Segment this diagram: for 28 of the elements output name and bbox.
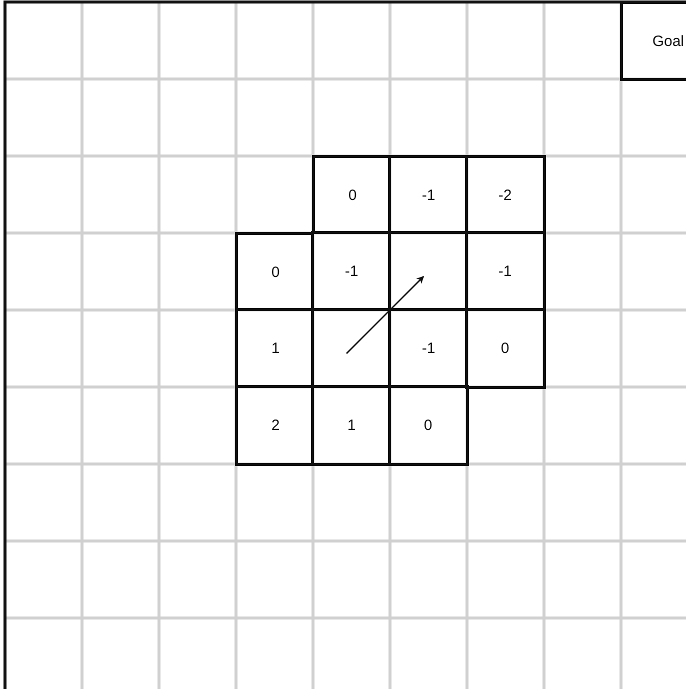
cell-value: -1	[422, 187, 436, 204]
cell-value: 0	[271, 264, 280, 281]
cell-value: 0	[424, 416, 432, 434]
empty-cell	[388, 231, 468, 311]
grid-cell	[235, 308, 314, 388]
cell-value: -1	[422, 340, 436, 357]
grid-cell	[235, 385, 314, 466]
grid-cell	[465, 155, 546, 234]
grid-cell	[388, 308, 468, 388]
grid-cell	[465, 308, 546, 389]
cell-value: -2	[498, 187, 512, 204]
grid-cell	[311, 385, 391, 466]
cell-value: 0	[500, 340, 510, 356]
cell-value: -1	[498, 263, 512, 280]
grid-cell	[312, 155, 391, 234]
cell-value: 1	[271, 340, 280, 357]
cell-value: -1	[344, 263, 358, 280]
grid-cell	[235, 232, 314, 311]
goal-cell	[620, 1, 686, 81]
grid-cell	[311, 231, 391, 311]
cell-value: 2	[271, 416, 280, 434]
cell-value: Goal	[652, 32, 684, 50]
grid-cell	[465, 231, 546, 311]
cell-value: 0	[348, 187, 357, 204]
grid-cell	[388, 385, 469, 466]
cell-value: 1	[347, 416, 356, 434]
grid-cell	[388, 155, 468, 234]
empty-cell	[311, 308, 391, 388]
